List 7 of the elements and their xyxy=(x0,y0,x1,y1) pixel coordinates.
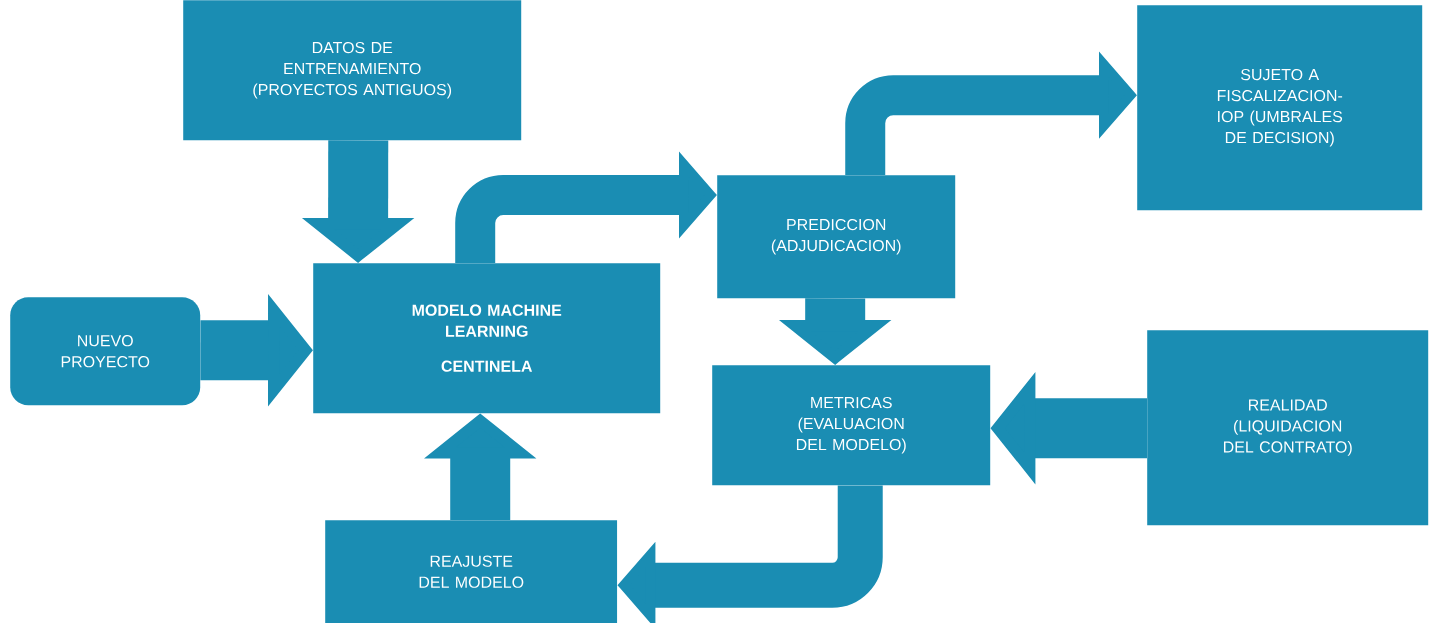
process-box: REALIDAD (LIQUIDACION DEL CONTRATO) xyxy=(1147,330,1429,526)
node-label: NUEVO PROYECTO xyxy=(61,335,150,368)
process-box: DATOS DE ENTRENAMIENTO (PROYECTOS ANTIGUOS) xyxy=(183,0,522,141)
process-box: REAJUSTE DEL MODELO xyxy=(325,520,618,623)
rounded-box: NUEVO PROYECTO xyxy=(10,297,201,406)
process-box: PREDICCION (ADJUDICACION) xyxy=(717,175,956,299)
process-box: SUJETO A FISCALIZACION-IOP (UMBRALES DE DECISION) xyxy=(1137,5,1423,211)
